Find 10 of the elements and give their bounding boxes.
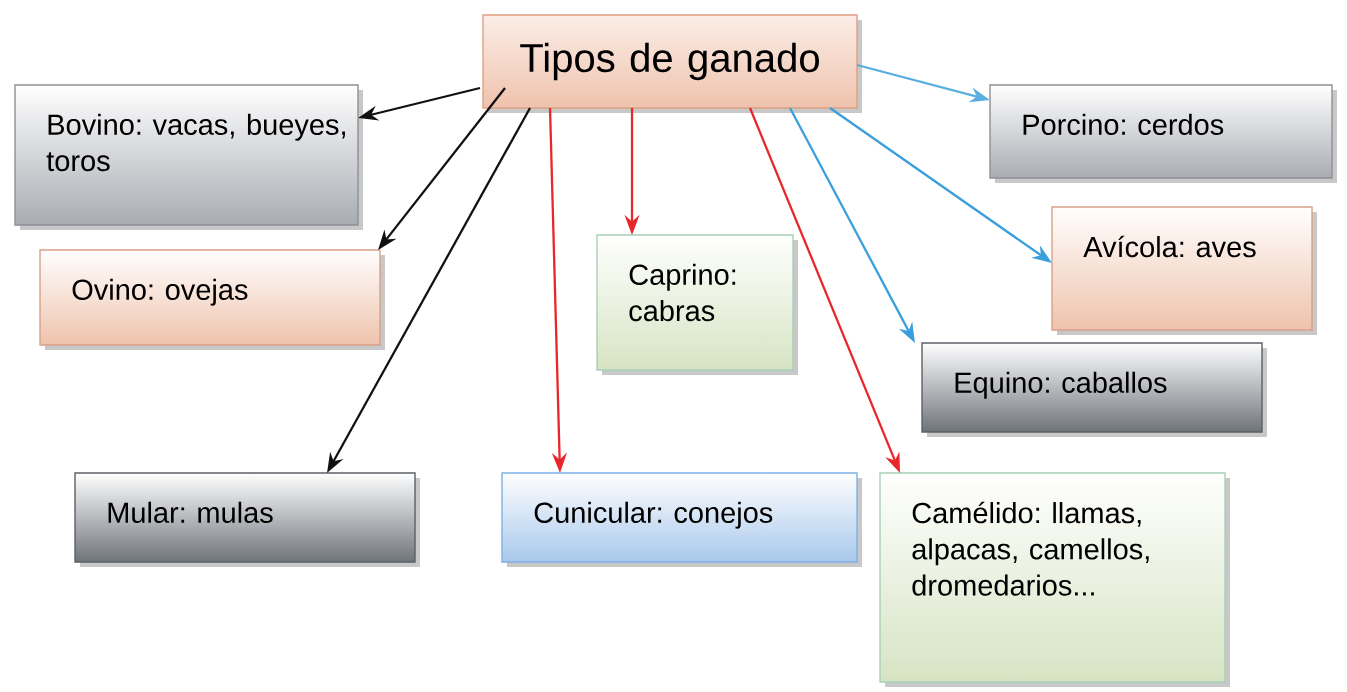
category-box: Equino: caballos [921,342,1263,433]
category-box: Bovino: vacas, bueyes, toros [14,84,359,226]
title-box: Tipos de ganado [482,14,858,109]
category-box: Mular: mulas [74,472,416,563]
category-box: Avícola: aves [1051,206,1313,331]
category-box: Porcino: cerdos [989,84,1333,179]
category-box: Ovino: ovejas [39,249,381,346]
category-box: Caprino: cabras [596,234,794,371]
category-box: Camélido: llamas, alpacas, camellos, dromedarios... [879,472,1226,683]
category-box: Cunicular: conejos [501,472,858,563]
